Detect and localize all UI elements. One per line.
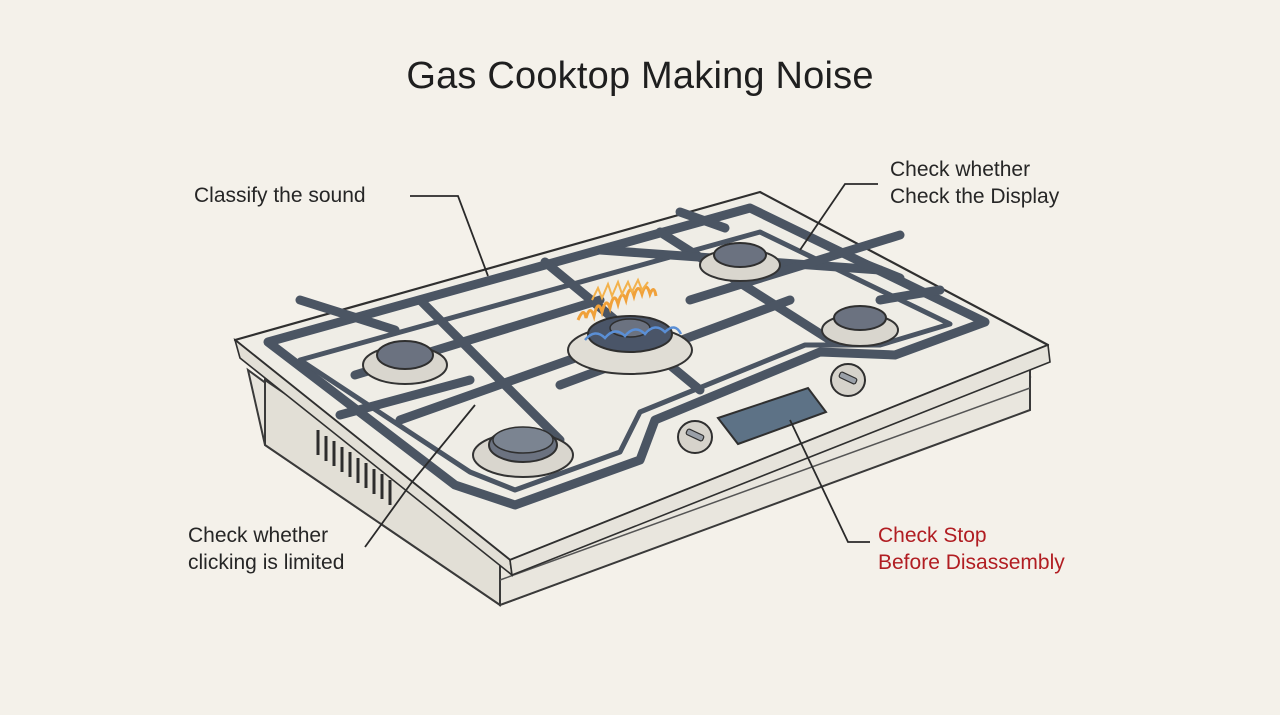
callout-check-display-line1: Check whether <box>890 158 1031 181</box>
display-panel <box>716 386 828 446</box>
callout-check-clicking-line1: Check whether <box>188 524 329 547</box>
callout-check-stop: Check Stop Before Disassembly <box>878 522 1065 576</box>
leader-lines <box>364 183 878 548</box>
callout-classify-sound-text: Classify the sound <box>194 184 366 207</box>
burner-flames <box>576 277 683 341</box>
callout-check-display-line2: Check the Display <box>890 185 1060 208</box>
callout-check-stop-line1: Check Stop <box>878 524 987 547</box>
callout-classify-sound: Classify the sound <box>194 182 366 209</box>
burner-back-left <box>362 340 448 385</box>
leader-check-clicking <box>364 404 476 548</box>
burner-back-right <box>699 242 781 282</box>
leader-check-display <box>799 183 878 251</box>
burner-front-left <box>472 426 574 478</box>
leader-classify-sound <box>410 195 489 277</box>
control-knob-left <box>677 420 713 454</box>
side-vents <box>316 430 392 505</box>
burner-right <box>821 305 899 347</box>
burner-center-lit <box>567 315 693 375</box>
callout-check-stop-line2: Before Disassembly <box>878 551 1065 574</box>
page-title: Gas Cooktop Making Noise <box>406 55 874 97</box>
callout-check-display: Check whether Check the Display <box>890 156 1059 210</box>
callout-check-clicking-line2: clicking is limited <box>188 551 345 574</box>
callout-check-clicking: Check whether clicking is limited <box>188 522 344 576</box>
leader-check-stop <box>789 419 870 543</box>
control-knob-right <box>830 363 866 397</box>
